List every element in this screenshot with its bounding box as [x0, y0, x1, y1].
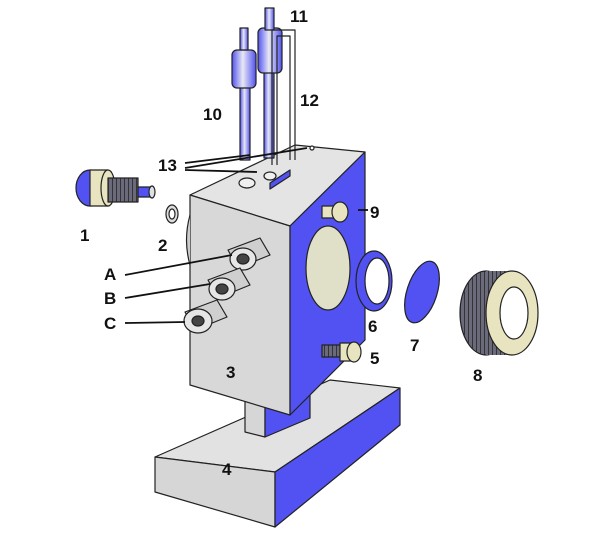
screw-9 [321, 201, 349, 223]
label-part-12: 12 [300, 91, 319, 110]
port-b [207, 267, 251, 301]
label-port-a: A [104, 265, 117, 284]
threaded-fitting-8 [459, 270, 539, 356]
port-c [183, 299, 228, 334]
label-part-5: 5 [370, 349, 380, 368]
tube-10 [231, 27, 257, 161]
ring-nut-6 [355, 250, 393, 312]
threaded-fitting-1 [75, 169, 156, 207]
label-part-6: 6 [368, 317, 378, 336]
label-port-b: B [104, 289, 117, 308]
label-part-10: 10 [203, 105, 222, 124]
screw-5 [321, 341, 362, 363]
label-part-8: 8 [473, 366, 483, 385]
port-a [227, 237, 271, 271]
label-part-3: 3 [226, 363, 236, 382]
disc-7 [404, 260, 440, 324]
label-part-4: 4 [222, 460, 232, 479]
leader-lines [124, 147, 368, 324]
label-part-7: 7 [410, 336, 420, 355]
label-part-13: 13 [158, 156, 177, 175]
label-part-9: 9 [370, 203, 380, 222]
tube-11 [257, 7, 283, 159]
label-part-2: 2 [158, 236, 168, 255]
label-port-c: C [104, 314, 117, 333]
label-part-1: 1 [80, 226, 90, 245]
wire-frame-12 [271, 29, 296, 165]
label-part-11: 11 [290, 7, 308, 26]
